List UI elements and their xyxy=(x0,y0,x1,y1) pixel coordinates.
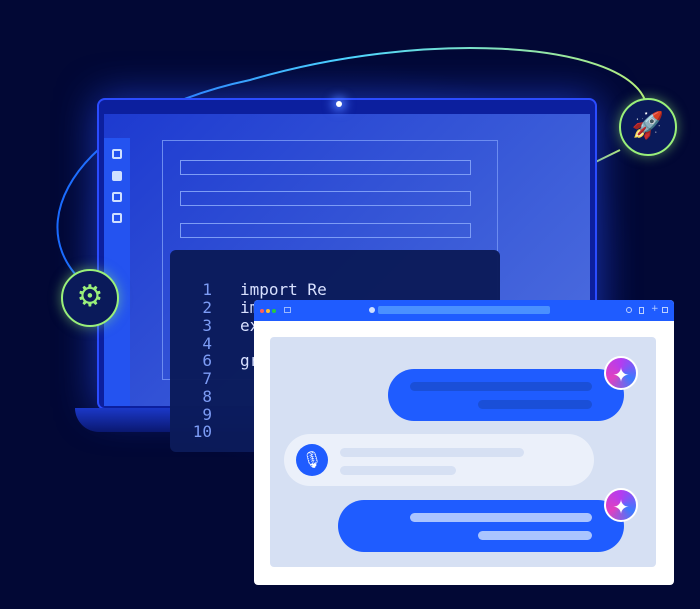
text-placeholder xyxy=(410,513,592,522)
address-bar[interactable] xyxy=(378,306,550,314)
line-number: 6 xyxy=(202,351,212,370)
close-dot[interactable] xyxy=(260,309,264,313)
line-number: 10 xyxy=(192,422,212,441)
text-placeholder xyxy=(478,531,592,540)
tabs-icon[interactable] xyxy=(662,307,668,313)
code-line: import Re xyxy=(240,280,327,299)
text-placeholder xyxy=(340,466,456,475)
sidebar-item[interactable] xyxy=(112,213,122,223)
line-number: 2 xyxy=(202,298,212,317)
download-icon[interactable] xyxy=(626,307,632,313)
text-placeholder xyxy=(410,382,592,391)
app-sidebar xyxy=(104,138,130,406)
share-icon[interactable] xyxy=(639,307,644,314)
line-number: 1 xyxy=(202,280,212,299)
line-number: 8 xyxy=(202,387,212,406)
line-number: 4 xyxy=(202,334,212,353)
line-number: 3 xyxy=(202,316,212,335)
line-number: 9 xyxy=(202,405,212,424)
sparkle-icon: ✦ xyxy=(604,488,638,522)
rocket-icon: 🚀 xyxy=(619,98,677,156)
placeholder-bar xyxy=(180,191,471,206)
new-tab-icon[interactable]: + xyxy=(651,304,659,314)
maximize-dot[interactable] xyxy=(272,309,276,313)
placeholder-bar xyxy=(180,160,471,175)
chat-bubble-assistant xyxy=(388,369,624,421)
microphone-icon[interactable]: 🎙 xyxy=(296,444,328,476)
sparkle-icon: ✦ xyxy=(604,356,638,390)
chat-bubble-user xyxy=(284,434,594,486)
placeholder-bar xyxy=(180,223,471,238)
sidebar-item-active[interactable] xyxy=(112,171,122,181)
text-placeholder xyxy=(478,400,592,409)
sidebar-toggle-icon[interactable] xyxy=(284,307,291,313)
text-placeholder xyxy=(340,448,524,457)
gear-icon: ⚙ xyxy=(61,269,119,327)
shield-icon xyxy=(369,307,375,313)
line-number: 7 xyxy=(202,369,212,388)
sidebar-item[interactable] xyxy=(112,192,122,202)
camera xyxy=(336,101,342,107)
chat-bubble-assistant xyxy=(338,500,624,552)
minimize-dot[interactable] xyxy=(266,309,270,313)
sidebar-item[interactable] xyxy=(112,149,122,159)
